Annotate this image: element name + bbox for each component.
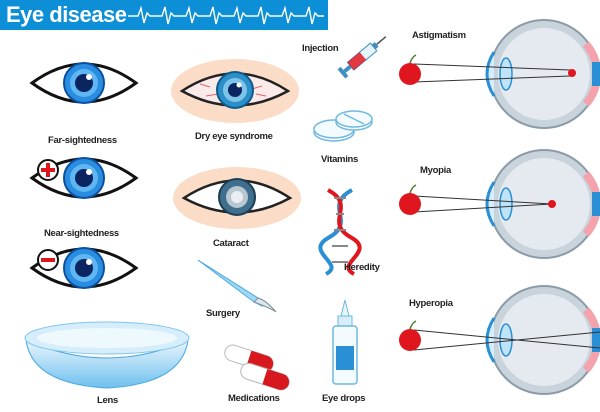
- title-bar: [0, 0, 328, 30]
- page-title: Eye disease: [6, 2, 127, 27]
- label-surgery: Surgery: [206, 308, 240, 319]
- label-medications: Medications: [228, 393, 280, 404]
- syringe-illustration: [337, 36, 387, 79]
- label-dry-eye-syndrome: Dry eye syndrome: [195, 131, 273, 142]
- label-far-sightedness: Far-sightedness: [48, 135, 117, 146]
- eye-minus-illustration: [29, 247, 139, 289]
- heartbeat-line-icon: [128, 5, 324, 25]
- eye-drops-bottle-illustration: [332, 299, 358, 385]
- cataract-eye-illustration: [173, 167, 301, 229]
- label-hyperopia: Hyperopia: [409, 298, 453, 309]
- eye-plus-illustration: [29, 157, 139, 199]
- label-eye-drops: Eye drops: [322, 393, 366, 404]
- label-heredity: Heredity: [344, 262, 380, 273]
- capsules-illustration: [224, 344, 290, 391]
- label-injection: Injection: [302, 43, 339, 54]
- label-astigmatism: Astigmatism: [412, 30, 466, 41]
- eye-normal-illustration: [29, 62, 139, 104]
- dry-eye-illustration: [171, 59, 299, 123]
- label-near-sightedness: Near-sightedness: [44, 228, 119, 239]
- label-cataract: Cataract: [213, 238, 249, 249]
- label-myopia: Myopia: [420, 165, 451, 176]
- astigmatism-diagram: [399, 19, 600, 129]
- label-vitamins: Vitamins: [321, 154, 359, 165]
- dna-helix-illustration: [318, 188, 362, 276]
- label-lens: Lens: [97, 395, 118, 406]
- plus-sign-icon: [37, 159, 59, 181]
- hyperopia-diagram: [399, 285, 600, 395]
- contact-lens-illustration: [24, 321, 190, 389]
- vitamins-illustration: [313, 110, 373, 142]
- scalpel-illustration: [197, 259, 277, 313]
- minus-sign-icon: [37, 249, 59, 271]
- myopia-diagram: [399, 149, 600, 259]
